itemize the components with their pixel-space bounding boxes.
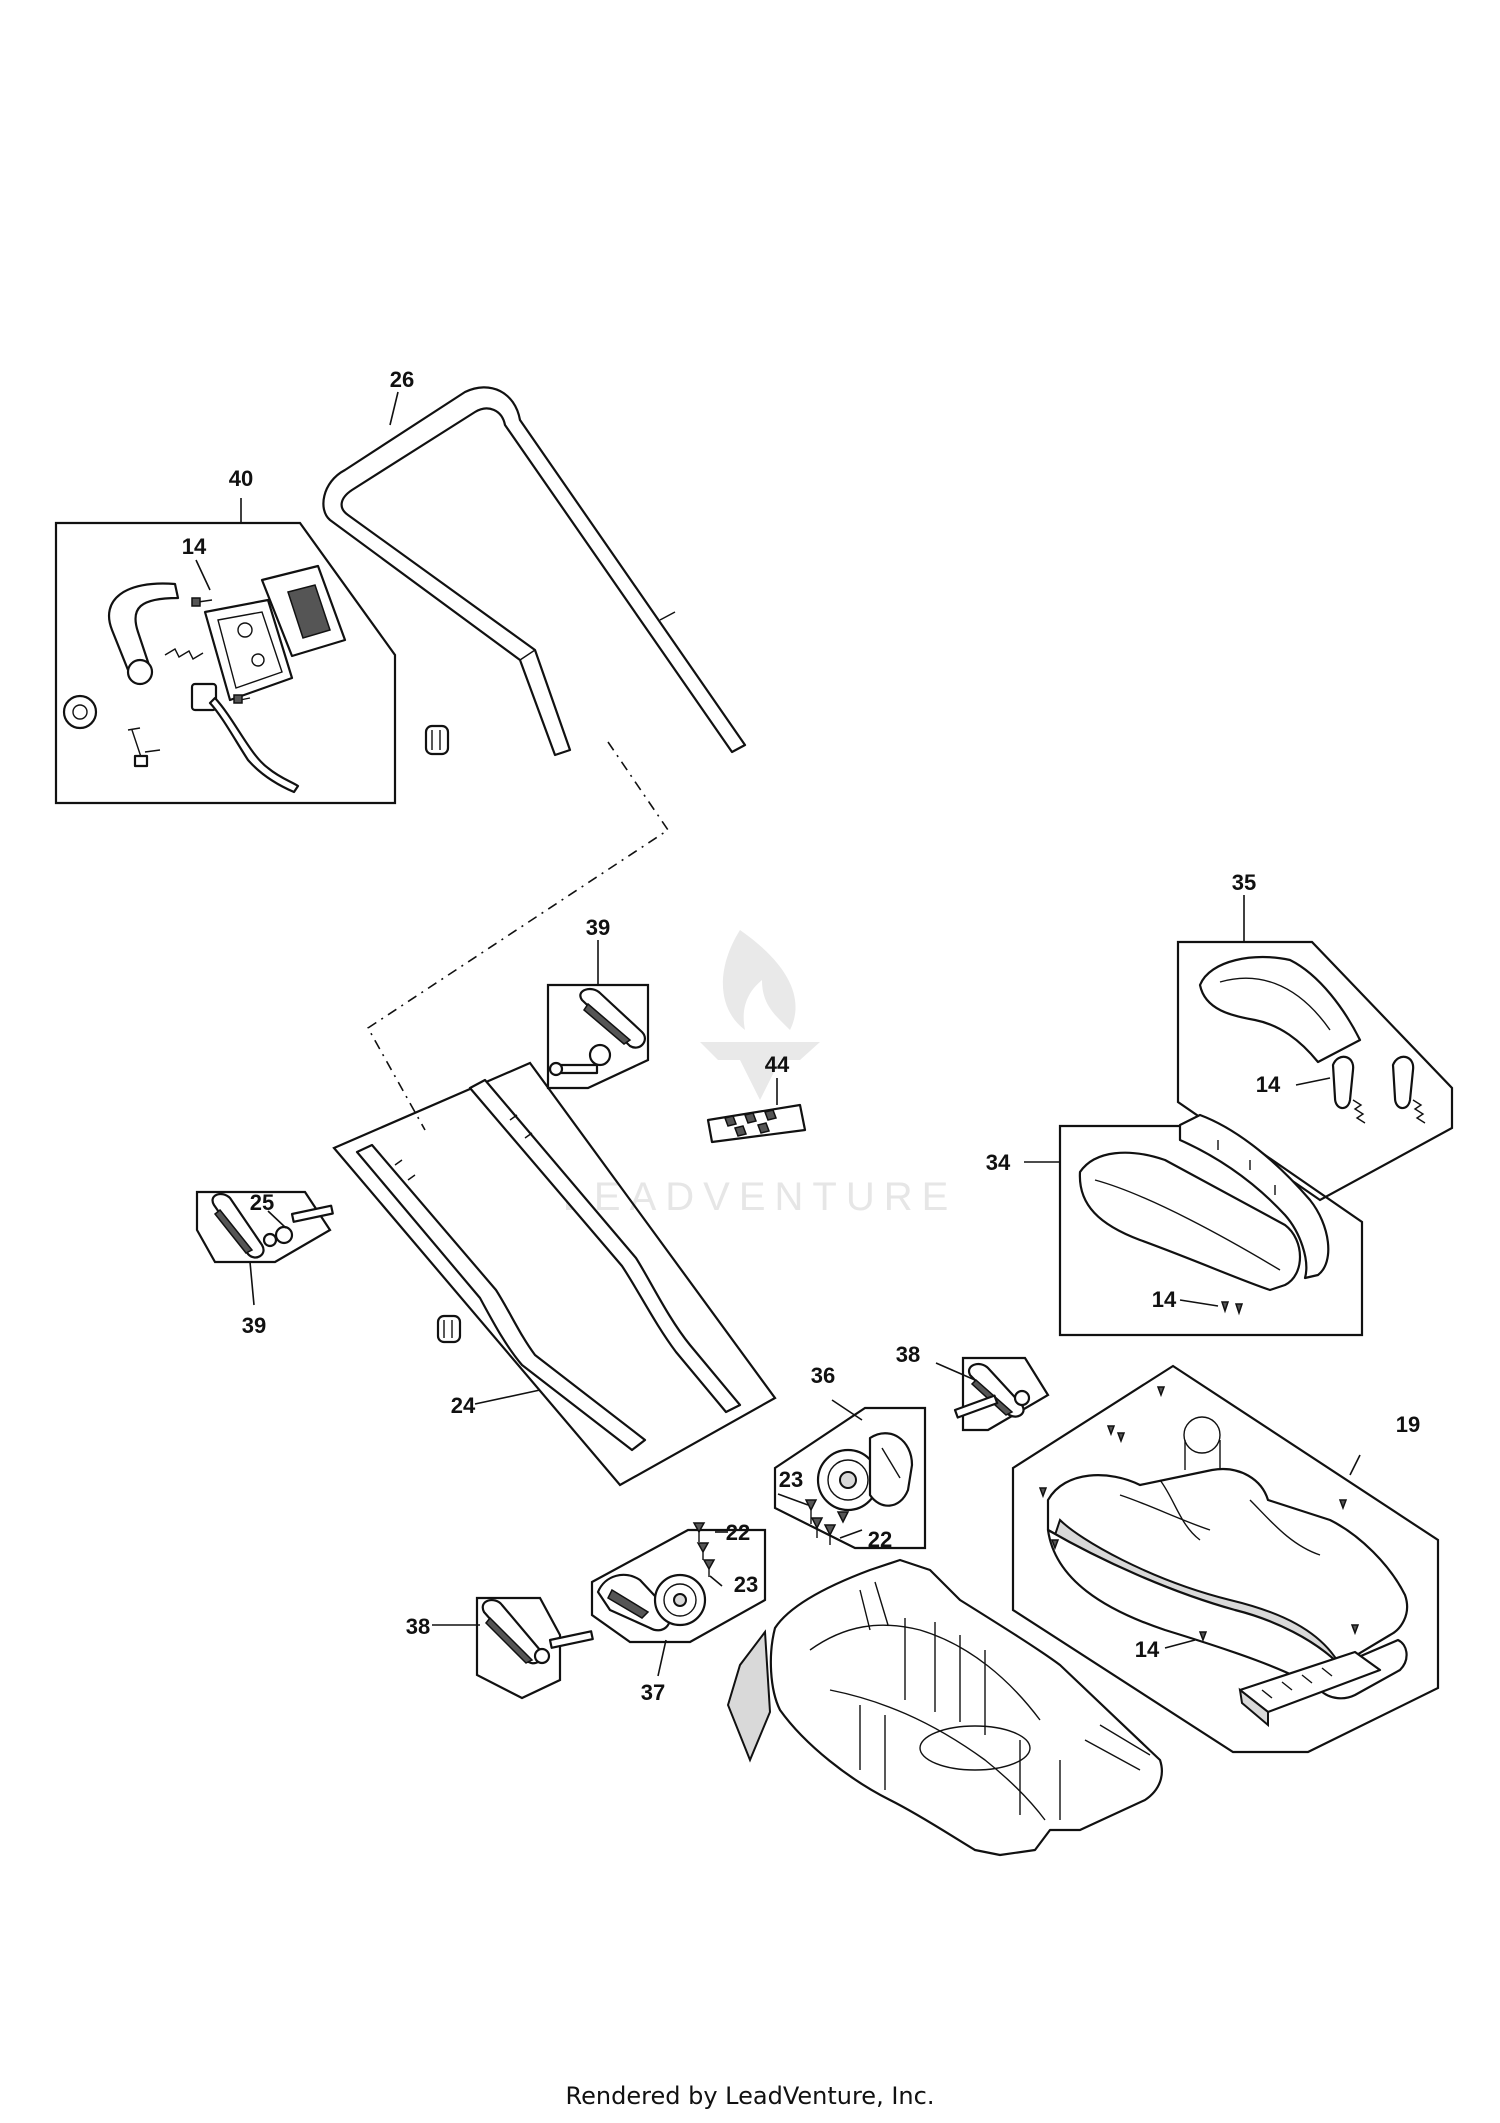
switch-housing — [203, 598, 294, 702]
callout-44: 44 — [765, 1052, 790, 1077]
lower-handle-tube-right — [468, 1078, 742, 1414]
hardware-bag — [706, 1103, 807, 1144]
screws-grassbox — [1220, 1301, 1244, 1316]
callout-38-right: 38 — [896, 1342, 920, 1367]
screw-small-top — [191, 597, 251, 704]
connector-block — [1238, 1650, 1382, 1728]
callout-36: 36 — [811, 1363, 835, 1388]
callout-23-b: 23 — [734, 1572, 758, 1597]
handle-clamp-box-top — [546, 983, 650, 1090]
callout-25: 25 — [250, 1190, 274, 1215]
callout-24: 24 — [451, 1393, 476, 1418]
callout-39-left: 39 — [242, 1313, 266, 1338]
height-adjuster-37 — [596, 1573, 707, 1632]
handle-clamp-box-left — [195, 1190, 332, 1264]
screws-37 — [692, 1522, 716, 1577]
switch-assembly-box — [54, 521, 397, 805]
callout-14-housing: 14 — [1135, 1637, 1160, 1662]
callout-37: 37 — [641, 1680, 665, 1705]
handle-knob-lower — [436, 1314, 462, 1344]
callout-14-grassbox: 14 — [1152, 1287, 1177, 1312]
callout-34: 34 — [986, 1150, 1011, 1175]
upper-handle-bar — [322, 386, 747, 757]
switch-lever — [107, 582, 180, 686]
motor-housing-base-plate — [1046, 1528, 1408, 1700]
callout-22-b: 22 — [726, 1520, 750, 1545]
callout-19: 19 — [1396, 1412, 1420, 1437]
handle-connection-guide — [366, 741, 670, 1131]
spring-part — [164, 648, 204, 660]
switch-cover — [260, 564, 347, 658]
screw-pair-switch — [127, 727, 161, 768]
handle-clamp-top — [548, 987, 646, 1077]
callout-39-top: 39 — [586, 915, 610, 940]
lower-handle-tube-left — [355, 1143, 647, 1452]
grassbox-frame — [1178, 1113, 1330, 1280]
leader-lines — [195, 391, 1361, 1677]
flap-hinge-springs — [1331, 1055, 1426, 1124]
cable-strain-relief — [62, 682, 218, 730]
screws-housing — [1038, 1386, 1360, 1643]
callout-23-a: 23 — [779, 1467, 803, 1492]
watermark-text: LEADVENTURE — [563, 1175, 958, 1219]
callout-38-left: 38 — [406, 1614, 430, 1639]
height-adjuster-box-36 — [773, 1406, 927, 1550]
handle-clamp-right — [953, 1362, 1031, 1419]
lower-handle-box — [332, 1061, 777, 1487]
height-adjuster-wheel-36 — [816, 1432, 914, 1512]
callout-22-a: 22 — [868, 1527, 892, 1552]
rear-flap-box — [1176, 940, 1454, 1202]
callout-26: 26 — [390, 367, 414, 392]
handle-knob-small — [424, 724, 450, 756]
grassbox-lid — [1078, 1151, 1302, 1292]
handle-clamp-box-left-lower — [475, 1596, 562, 1700]
watermark-logo — [700, 930, 820, 1100]
rear-flap — [1198, 955, 1362, 1064]
callout-40: 40 — [229, 466, 253, 491]
handle-clamp-left — [211, 1192, 334, 1259]
handle-clamp-left-lower — [481, 1599, 594, 1665]
motor-housing-box — [1011, 1364, 1440, 1754]
screws-36 — [804, 1499, 850, 1545]
mower-deck — [726, 1558, 1163, 1857]
callout-14-flap: 14 — [1256, 1072, 1281, 1097]
callout-14-switch: 14 — [182, 534, 207, 559]
power-cable — [208, 696, 300, 794]
callout-35: 35 — [1232, 870, 1256, 895]
callout-labels: 26 40 14 39 44 35 14 34 14 25 39 24 38 3… — [182, 367, 1420, 1705]
footer-credit: Rendered by LeadVenture, Inc. — [565, 2082, 935, 2110]
